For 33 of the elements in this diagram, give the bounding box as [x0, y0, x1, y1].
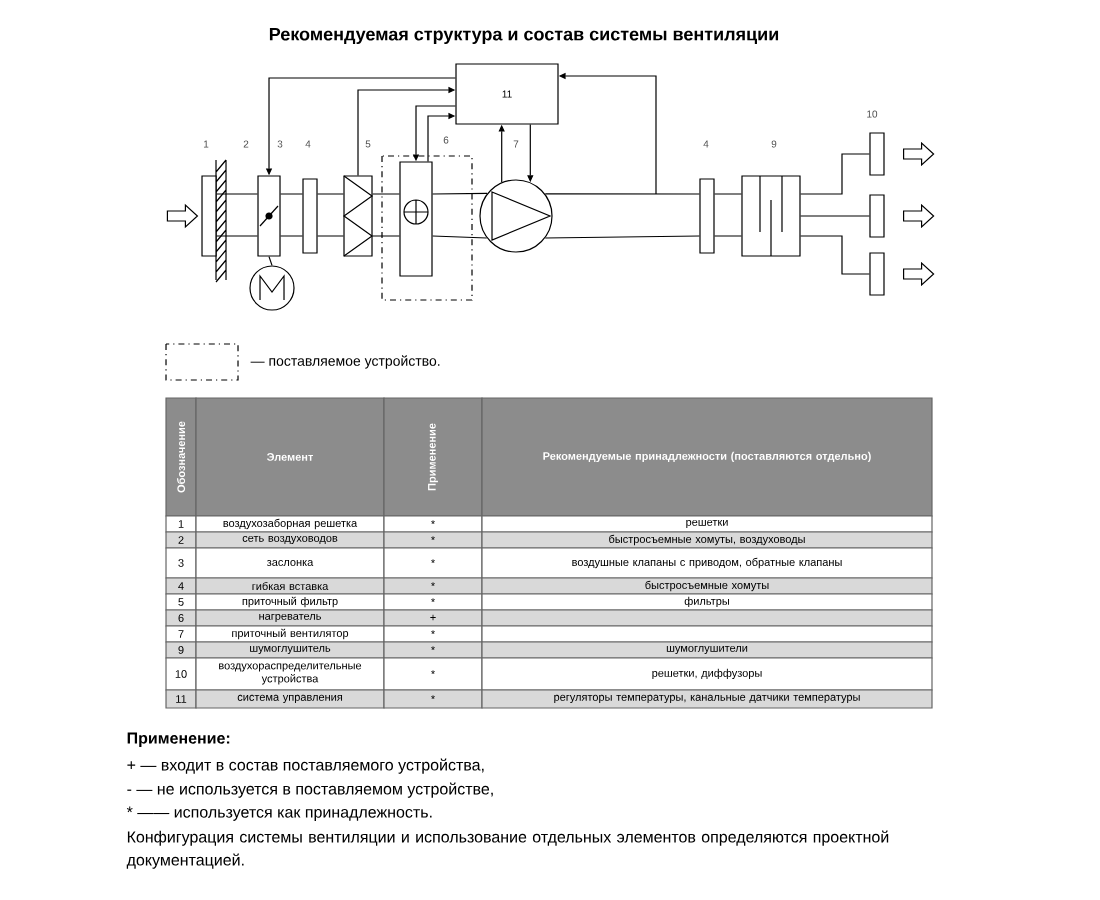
duct-line — [216, 193, 258, 237]
duct-line — [432, 192, 488, 239]
airflow-arrow — [166, 203, 199, 229]
duct-line — [372, 193, 400, 237]
connector-line — [800, 153, 870, 195]
flexible-connector — [302, 178, 318, 254]
connector-line — [800, 215, 870, 217]
intake-grille — [201, 175, 217, 257]
connector-line — [800, 235, 870, 275]
title: Рекомендуемая структура и состав системы вентиляции — [269, 27, 779, 45]
airflow-arrow — [903, 203, 935, 229]
filter-symbol — [342, 175, 374, 257]
diffuser-box — [869, 194, 885, 238]
motor-symbol — [249, 265, 295, 311]
connector-line — [268, 256, 273, 266]
note-text: * —— используется как принадлежность. — [126, 806, 432, 821]
damper-symbol — [257, 175, 281, 257]
note-text: - — не используется в поставляемом устройстве, — [127, 782, 493, 798]
duct-line — [280, 193, 303, 237]
silencer-symbol — [741, 175, 801, 257]
note-text: Конфигурация системы вентиляции и использование отдельных элементов определяются проектной документацией. — [126, 830, 889, 869]
flexible-connector — [699, 178, 715, 254]
airflow-arrow — [903, 141, 935, 167]
fan-symbol — [479, 179, 553, 253]
heater-symbol — [399, 161, 433, 277]
duct-line — [714, 193, 742, 237]
diffuser-box — [869, 132, 885, 176]
note-text: Применение: — [127, 732, 230, 747]
airflow-arrow — [903, 261, 935, 287]
duct-line — [544, 193, 700, 239]
duct-line — [317, 193, 344, 237]
diffuser-box — [869, 252, 885, 296]
note-text: + — входит в состав поставляемого устройства, — [127, 758, 484, 774]
